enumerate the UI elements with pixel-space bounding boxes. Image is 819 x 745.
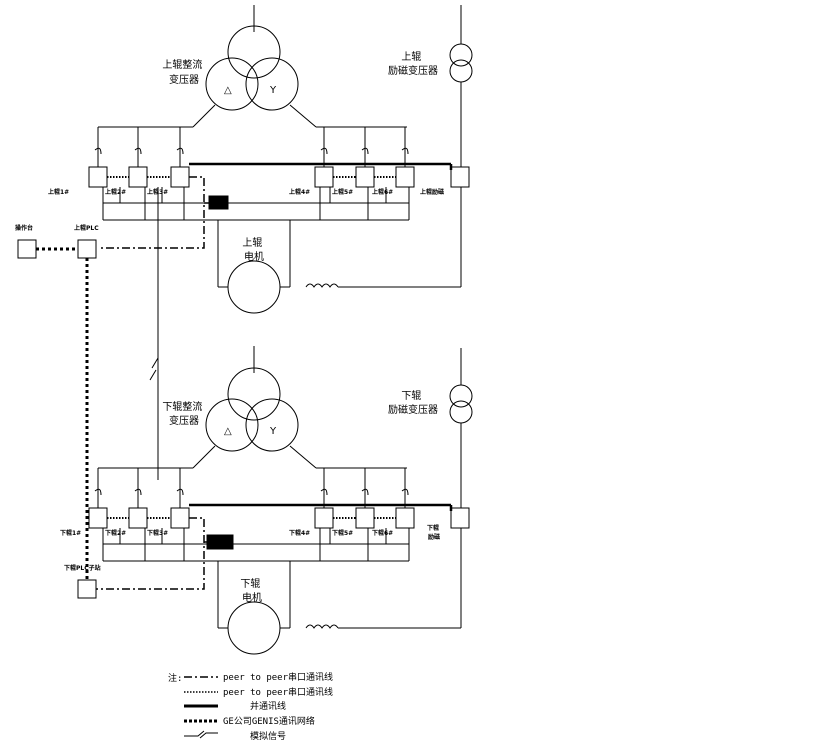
legend-break-symbol [184, 730, 218, 739]
upper-unit-2-label: 上辊2# [105, 188, 126, 196]
upper-rectifier-transformer-winding-delta [205, 57, 259, 111]
upper-motor [227, 260, 281, 314]
legend-item-5: 模拟信号 [250, 730, 286, 742]
console-label: 操作台 [15, 224, 33, 232]
upper-rectifier-transformer-winding-wye [245, 57, 299, 111]
upper-rectifier-transformer-line-1: 上辊整流 [162, 58, 202, 71]
upper-rectifier-transformer-label: 上辊整流 变压器 [162, 58, 205, 86]
lower-unit-1 [88, 507, 108, 529]
legend-title: 注: [168, 672, 182, 684]
lower-unit-5 [355, 507, 375, 529]
lower-unit-6 [395, 507, 415, 529]
upper-plc-box [77, 239, 97, 259]
analog-break-symbol [149, 357, 159, 381]
lower-plc-box [77, 579, 97, 599]
lower-unit-6-label: 下辊6# [372, 529, 393, 537]
control-network [17, 239, 159, 599]
legend-item-3: 并通讯线 [250, 700, 286, 712]
upper-unit-6-label: 上辊6# [372, 188, 393, 196]
upper-motor-line-2: 电机 [244, 250, 264, 263]
upper-unit-3 [170, 166, 190, 188]
upper-rectifier-transformer-winding-top [227, 25, 281, 79]
lower-excitation-unit-line-1: 下辊 [427, 524, 439, 532]
upper-excitation-transformer-primary [449, 43, 473, 67]
lower-rectifier-transformer-winding-top [227, 367, 281, 421]
upper-parallel-comm-block [208, 195, 229, 210]
legend-item-4: GE公司GENIS通讯网络 [223, 715, 315, 727]
legend: 注: peer to peer串口通讯线 peer to peer串口通讯线 并… [168, 671, 333, 742]
upper-excitation-transformer-label: 上辊 励磁变压器 [388, 50, 438, 77]
lower-section [88, 346, 473, 655]
lower-excitation-unit-label: 下辊 励磁 [427, 524, 441, 541]
lower-unit-3-label: 下辊3# [147, 529, 168, 537]
lower-wye-symbol: Y [269, 426, 277, 437]
legend-item-2: peer to peer串口通讯线 [223, 686, 333, 698]
console-box [17, 239, 37, 259]
upper-field-coil-icon [305, 283, 339, 288]
upper-unit-4-label: 上辊4# [289, 188, 310, 196]
lower-motor-label: 下辊 电机 [240, 577, 263, 604]
lower-unit-1-label: 下辊1# [60, 529, 81, 537]
upper-excitation-line-2: 励磁变压器 [388, 64, 438, 77]
lower-rectifier-transformer-line-2: 变压器 [169, 414, 199, 427]
lower-plc-label: 下辊PLC子站 [64, 564, 101, 572]
lower-excitation-transformer-secondary [449, 400, 473, 424]
lower-excitation-unit [450, 507, 470, 529]
lower-delta-symbol: △ [224, 426, 232, 437]
upper-delta-symbol: △ [224, 85, 232, 96]
lower-excitation-line-2: 励磁变压器 [388, 403, 438, 416]
lower-field-coil-icon [305, 624, 339, 629]
upper-excitation-unit [450, 166, 470, 188]
lower-unit-5-label: 下辊5# [332, 529, 353, 537]
upper-unit-3-label: 上辊3# [147, 188, 168, 196]
upper-labels: 上辊整流 变压器 △ Y 上辊 励磁变压器 上辊 电机 上辊1# 上辊2# 上辊… [15, 50, 444, 263]
lower-excitation-transformer-label: 下辊 励磁变压器 [388, 389, 438, 416]
lower-parallel-comm-block [206, 534, 234, 550]
lower-excitation-line-1: 下辊 [401, 389, 421, 402]
lower-rectifier-transformer-winding-wye [245, 398, 299, 452]
lower-motor-line-2: 电机 [242, 591, 262, 604]
upper-excitation-transformer-secondary [449, 59, 473, 83]
upper-unit-5 [355, 166, 375, 188]
lower-motor [227, 601, 281, 655]
upper-unit-6 [395, 166, 415, 188]
lower-rectifier-transformer-line-1: 下辊整流 [162, 400, 202, 413]
upper-section [88, 5, 473, 480]
upper-unit-1-label: 上辊1# [48, 188, 69, 196]
lower-labels: 下辊整流 变压器 △ Y 下辊 励磁变压器 下辊 电机 下辊1# 下辊2# 下辊… [60, 389, 441, 604]
upper-excitation-line-1: 上辊 [401, 50, 421, 63]
upper-wye-symbol: Y [269, 85, 277, 96]
lower-unit-2 [128, 507, 148, 529]
upper-unit-2 [128, 166, 148, 188]
upper-plc-label: 上辊PLC [74, 224, 99, 232]
upper-unit-5-label: 上辊5# [332, 188, 353, 196]
lower-unit-3 [170, 507, 190, 529]
lower-excitation-unit-line-2: 励磁 [428, 533, 440, 541]
lower-unit-2-label: 下辊2# [105, 529, 126, 537]
lower-rectifier-transformer-label: 下辊整流 变压器 [162, 400, 205, 427]
upper-motor-label: 上辊 电机 [242, 236, 265, 263]
lower-rectifier-transformer-winding-delta [205, 398, 259, 452]
lower-excitation-transformer-primary [449, 384, 473, 408]
upper-unit-1 [88, 166, 108, 188]
upper-rectifier-transformer-line-2: 变压器 [169, 73, 199, 86]
upper-excitation-unit-label: 上辊励磁 [420, 188, 444, 196]
lower-motor-line-1: 下辊 [240, 577, 260, 590]
legend-item-1: peer to peer串口通讯线 [223, 671, 333, 683]
upper-motor-line-1: 上辊 [242, 236, 262, 249]
lower-unit-4 [314, 507, 334, 529]
lower-unit-4-label: 下辊4# [289, 529, 310, 537]
upper-unit-4 [314, 166, 334, 188]
